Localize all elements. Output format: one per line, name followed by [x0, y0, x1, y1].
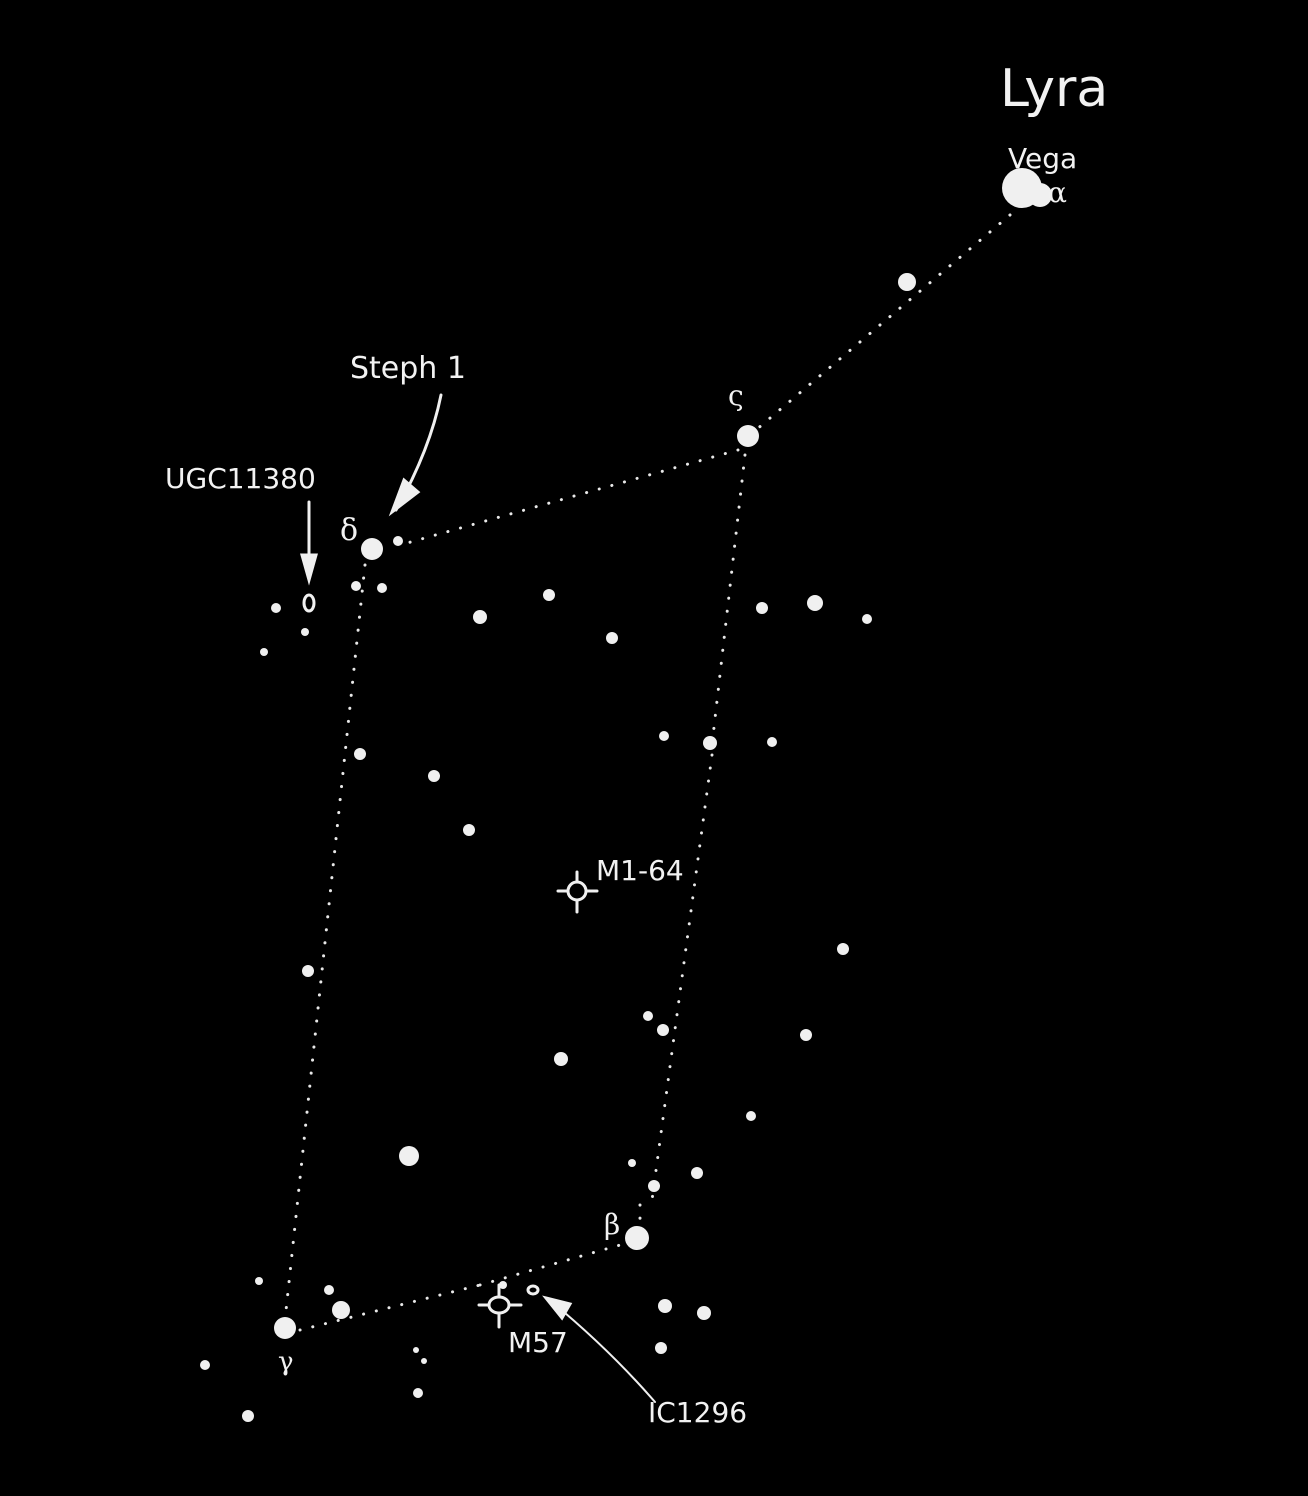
star: [399, 1146, 419, 1166]
star: [302, 965, 314, 977]
vega-label: Vega: [1008, 142, 1077, 175]
star: [413, 1388, 423, 1398]
m57-nebula-symbol: [477, 1283, 523, 1329]
steph1-arrow: [388, 393, 443, 517]
m1-64-nebula-symbol: [556, 870, 599, 914]
star: [260, 648, 268, 656]
star: [463, 824, 475, 836]
gamma-label: γ: [278, 1347, 294, 1377]
star: [807, 595, 823, 611]
ic1296-arrow: [542, 1295, 656, 1403]
zeta-label: ς: [728, 379, 744, 412]
star: [658, 1299, 672, 1313]
star: [332, 1301, 350, 1319]
star: [354, 748, 366, 760]
star: [393, 536, 403, 546]
delta-label: δ: [340, 513, 358, 548]
star: [499, 1281, 507, 1289]
star: [200, 1360, 210, 1370]
m57-label: M57: [508, 1326, 568, 1359]
star: [324, 1285, 334, 1295]
star-gamma: [274, 1317, 296, 1339]
star: [377, 583, 387, 593]
ugc11380-label: UGC11380: [165, 462, 316, 495]
alpha-label: α: [1048, 176, 1067, 209]
line-vega-zeta: [748, 213, 1012, 437]
star: [271, 603, 281, 613]
star: [655, 1342, 667, 1354]
constellation-title: Lyra: [1000, 59, 1108, 119]
ic1296-galaxy-marker: [526, 1284, 540, 1296]
star: [413, 1347, 419, 1353]
star: [428, 770, 440, 782]
star: [351, 581, 361, 591]
star: [837, 943, 849, 955]
star: [554, 1052, 568, 1066]
star: [898, 273, 916, 291]
star: [606, 632, 618, 644]
star-zeta: [737, 425, 759, 447]
beta-label: β: [604, 1208, 620, 1241]
star: [703, 736, 717, 750]
star: [242, 1410, 254, 1422]
ic1296-label: IC1296: [648, 1396, 747, 1429]
star: [691, 1167, 703, 1179]
star: [255, 1277, 263, 1285]
star: [659, 731, 669, 741]
star: [657, 1024, 669, 1036]
star: [800, 1029, 812, 1041]
steph1-label: Steph 1: [350, 351, 466, 386]
star-vega-halo: [1028, 183, 1052, 207]
star: [421, 1358, 427, 1364]
star: [862, 614, 872, 624]
ugc11380-galaxy-marker: [302, 593, 316, 613]
star: [301, 628, 309, 636]
star: [473, 610, 487, 624]
star: [648, 1180, 660, 1192]
m1-64-label: M1-64: [596, 854, 684, 887]
star: [697, 1306, 711, 1320]
star: [543, 589, 555, 601]
star: [643, 1011, 653, 1021]
star: [756, 602, 768, 614]
ugc11380-arrow: [300, 500, 318, 586]
star: [628, 1159, 636, 1167]
star: [767, 737, 777, 747]
star: [746, 1111, 756, 1121]
line-delta-gamma: [283, 563, 367, 1322]
star-beta: [625, 1226, 649, 1250]
line-gamma-m57: [298, 1283, 482, 1332]
star-delta: [361, 538, 383, 560]
